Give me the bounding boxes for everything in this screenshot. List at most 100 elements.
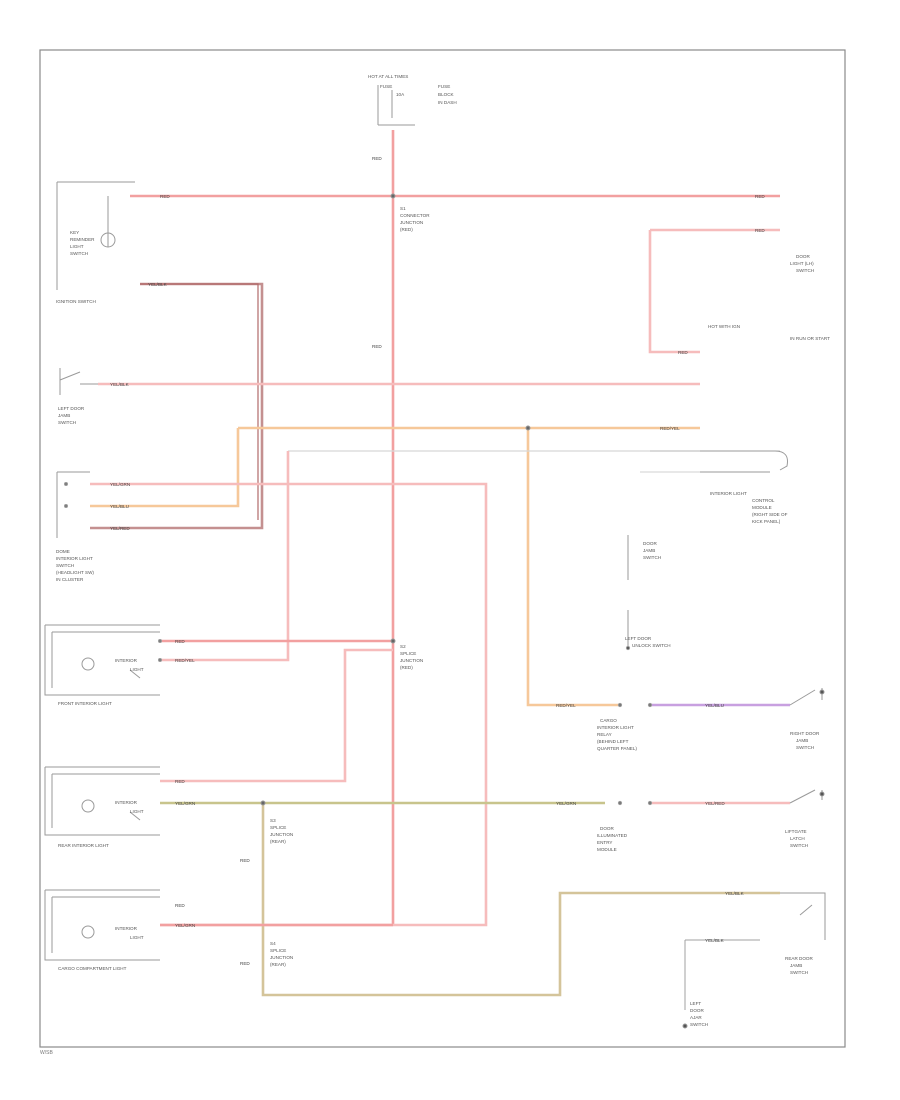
- wire-label-top-right-2: RED: [755, 228, 765, 233]
- top-power-line-4: BLOCK: [438, 92, 455, 97]
- bottom-right-sw-4: SWITCH: [690, 1022, 708, 1027]
- wire-top-right-red: [648, 228, 780, 354]
- wire-olive-vertical: [261, 803, 780, 997]
- wire-darkred-2: [140, 283, 259, 520]
- dome-switch-3: SWITCH: [56, 563, 74, 568]
- wire-label-rear-2: YEL/GRN: [175, 801, 195, 806]
- door-switch-1: DOOR: [643, 541, 657, 546]
- wire-label-cargo-1: RED: [175, 903, 185, 908]
- wire-label-cargo-2: YEL/GRN: [175, 923, 195, 928]
- interior-control-1: INTERIOR LIGHT: [710, 491, 747, 496]
- door-switch-3: SWITCH: [643, 555, 661, 560]
- rear-lamp-bulb-icon: [81, 799, 95, 813]
- wire-label-right-lower: RED: [678, 350, 688, 355]
- bottom-splice-3: JUNCTION: [270, 832, 293, 837]
- cargo-lamp-caption: CARGO COMPARTMENT LIGHT: [58, 966, 127, 971]
- bottom-splice-2-2: SPLICE: [270, 948, 286, 953]
- power-dot: [390, 193, 396, 199]
- splice-1-a: S1: [400, 206, 406, 211]
- rear-lamp-sw-2: LIGHT: [130, 809, 144, 814]
- interior-control-4: (RIGHT SIDE OF: [752, 512, 788, 517]
- wire-label-rear-1: RED: [175, 779, 185, 784]
- top-power-line-3: FUSE: [438, 84, 450, 89]
- components: [44, 85, 826, 1029]
- splice-1-b: CONNECTOR: [400, 213, 430, 218]
- top-power-line-1: FUSE: [380, 84, 392, 89]
- bottom-splice-1: S3: [270, 818, 276, 823]
- rear-lamp-sw-1: INTERIOR: [115, 800, 138, 805]
- left-door-jamb-1: LEFT DOOR: [58, 406, 85, 411]
- wire-label-top-right-1: RED: [755, 194, 765, 199]
- wire-label-olive: YEL/GRN: [556, 801, 576, 806]
- wire-darkred: [90, 282, 264, 530]
- liftgate-switch-icon: [789, 789, 823, 804]
- bottom-splice-4: (REAR): [270, 839, 286, 844]
- wire-label-sw-3: YEL/RED: [110, 526, 130, 531]
- cargo-lamp-box: [44, 889, 160, 961]
- left-door-jamb-3: SWITCH: [58, 420, 76, 425]
- splice-1-c: JUNCTION: [400, 220, 423, 225]
- interior-control-5: KICK PANEL): [752, 519, 781, 524]
- center-module-1: CARGO: [600, 718, 617, 723]
- wires: [90, 130, 790, 1010]
- center-module-3: RELAY: [597, 732, 612, 737]
- front-lamp-sw-2: LIGHT: [130, 667, 144, 672]
- wire-label-vertical-1: RED: [240, 858, 250, 863]
- wire-label-dome-row: YEL/BLK: [148, 282, 168, 287]
- interior-control-2: CONTROL: [752, 498, 775, 503]
- wire-label-sw-1: YEL/GRN: [110, 482, 130, 487]
- right-door-1: RIGHT DOOR: [790, 731, 820, 736]
- rear-lamp-caption: REAR INTERIOR LIGHT: [58, 843, 109, 848]
- rear-liftgate-3: SWITCH: [790, 970, 808, 975]
- top-power-bracket: [377, 85, 415, 126]
- rear-door-switch-icon: [780, 892, 826, 940]
- dome-switch-bracket: [56, 471, 90, 538]
- dome-switch-4: (HEADLIGHT SW): [56, 570, 94, 575]
- lower-center-4: MODULE: [597, 847, 617, 852]
- wire-label-liftgate: YEL/BLK: [725, 891, 745, 896]
- rear-liftgate-2: JAMB: [790, 963, 802, 968]
- wire-bottom-right: [684, 939, 760, 1010]
- dome-switch-1: DOME: [56, 549, 70, 554]
- wire-label-orange: RED/YEL: [660, 426, 680, 431]
- front-lamp-box: [44, 624, 160, 696]
- top-right-1: DOOR: [796, 254, 810, 259]
- bottom-splice-2: SPLICE: [270, 825, 286, 830]
- hot-in-run-2: IN RUN OR START: [790, 336, 830, 341]
- left-door-2-a: LEFT DOOR: [625, 636, 652, 641]
- footer-code: W/SB: [40, 1050, 53, 1056]
- rear-lamp-box: [44, 766, 160, 836]
- splice-1-d: (RED): [400, 227, 413, 232]
- cargo-lamp-sw-2: LIGHT: [130, 935, 144, 940]
- top-right-2: LIGHT (LH): [790, 261, 814, 266]
- right-door-2: JAMB: [796, 738, 808, 743]
- wire-label-vertical-2: RED: [240, 961, 250, 966]
- left-door-2-b: UNLOCK SWITCH: [632, 643, 671, 648]
- ignition-title: IGNITION SWITCH: [56, 299, 96, 304]
- wire-rear-lamp-1: [160, 648, 393, 783]
- bottom-right-sw-3: AJAR: [690, 1015, 702, 1020]
- wire-label-front-2: RED/YEL: [175, 658, 195, 663]
- lower-center-3: ENTRY: [597, 840, 613, 845]
- liftgate-1: LIFTGATE: [785, 829, 807, 834]
- ignition-key-3: LIGHT: [70, 244, 84, 249]
- left-door-switch-icon: [59, 368, 98, 395]
- wire-label-violet: YEL/BLU: [705, 703, 724, 708]
- ignition-bracket: [56, 181, 135, 290]
- bottom-splice-2-3: JUNCTION: [270, 955, 293, 960]
- bottom-splice-2-1: S4: [270, 941, 276, 946]
- splice-2-d: (RED): [400, 665, 413, 670]
- lower-center-1: DOOR: [600, 826, 614, 831]
- wire-label-main-1: RED: [372, 156, 382, 161]
- right-door-switch-icon: [789, 688, 823, 706]
- bottom-splice-2-4: (REAR): [270, 962, 286, 967]
- front-lamp-bulb-icon: [81, 657, 95, 671]
- door-switch-2: JAMB: [643, 548, 655, 553]
- wire-label-orange-vertical: RED/YEL: [556, 703, 576, 708]
- wire-label-left-door: YEL/BLK: [110, 382, 130, 387]
- bottom-right-sw-2: DOOR: [690, 1008, 704, 1013]
- ignition-key-4: SWITCH: [70, 251, 88, 256]
- cargo-lamp-bulb-icon: [81, 925, 95, 939]
- wire-orange-vertical: [526, 428, 620, 707]
